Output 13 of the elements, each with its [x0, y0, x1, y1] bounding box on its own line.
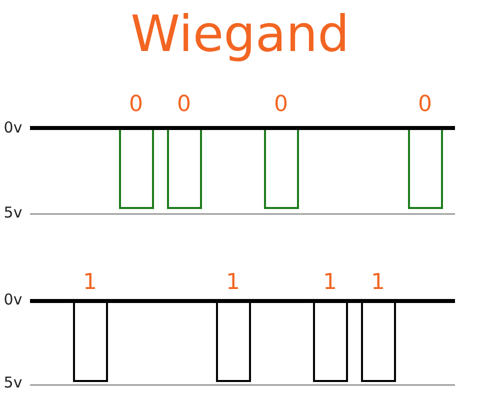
voltage-level: 0v [4, 292, 22, 308]
voltage-level: 5v [4, 206, 22, 220]
bit-value: 0 [129, 94, 143, 116]
bit-value: 0 [418, 94, 432, 116]
bit-value: 1 [323, 272, 337, 294]
bit-value: 0 [177, 94, 191, 116]
bit-value: 1 [371, 272, 385, 294]
bit-value: 0 [274, 94, 288, 116]
bit-value: 1 [226, 272, 240, 294]
voltage-level: 0v [4, 120, 22, 136]
voltage-level: 5v [4, 376, 22, 390]
bit-value: 1 [83, 272, 97, 294]
title: Wiegand [130, 4, 350, 65]
